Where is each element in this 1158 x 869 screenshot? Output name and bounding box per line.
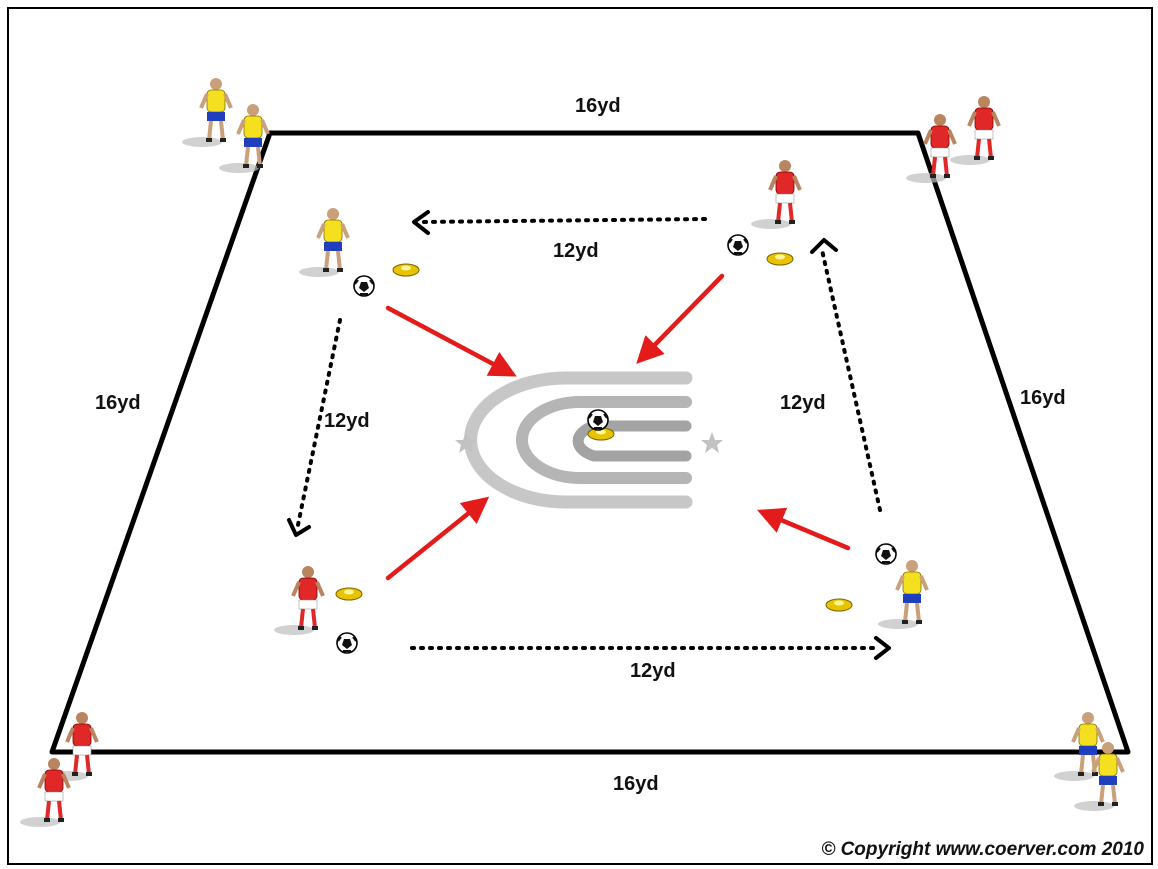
dotted-arrowheads — [287, 210, 891, 660]
corner-group-bottomright — [1052, 710, 1125, 813]
center-ball — [587, 409, 609, 431]
field-boundary — [49, 130, 1131, 755]
cone-topright — [766, 252, 794, 266]
pass-arrow-topright — [636, 273, 725, 364]
rotation-arrows — [296, 217, 882, 650]
ball-bottomright — [875, 543, 897, 565]
cone-bottomleft — [335, 587, 363, 601]
pass-arrow-topleft — [385, 305, 517, 377]
player-yellow-bottomright — [876, 558, 929, 631]
ball-topright — [727, 234, 749, 256]
dotted-arrow-right — [820, 248, 882, 512]
dotted-arrow-left — [296, 318, 342, 527]
field-left-label: 16yd — [95, 392, 141, 414]
center-logo — [455, 371, 723, 509]
player-red-bottomleft — [272, 564, 325, 637]
square-left-label: 12yd — [324, 410, 370, 432]
ball-bottomleft — [336, 632, 358, 654]
ball-topleft — [353, 275, 375, 297]
copyright-text: © Copyright www.coerver.com 2010 — [821, 839, 1144, 860]
player-yellow-topleft — [297, 206, 350, 279]
field-right-label: 16yd — [1020, 387, 1066, 409]
pass-arrows — [385, 273, 851, 581]
pass-arrow-bottomleft — [385, 496, 490, 581]
square-top-label: 12yd — [553, 240, 599, 262]
square-right-label: 12yd — [780, 392, 826, 414]
cone-bottomright — [825, 598, 853, 612]
field-top-label: 16yd — [575, 95, 621, 117]
field-bottom-label: 16yd — [613, 773, 659, 795]
cone-topleft — [392, 263, 420, 277]
dotted-arrow-top — [418, 217, 707, 224]
player-red-topright — [749, 158, 802, 231]
pass-arrow-bottomright — [757, 507, 851, 551]
square-bottom-label: 12yd — [630, 660, 676, 682]
corner-group-topleft — [180, 76, 270, 175]
